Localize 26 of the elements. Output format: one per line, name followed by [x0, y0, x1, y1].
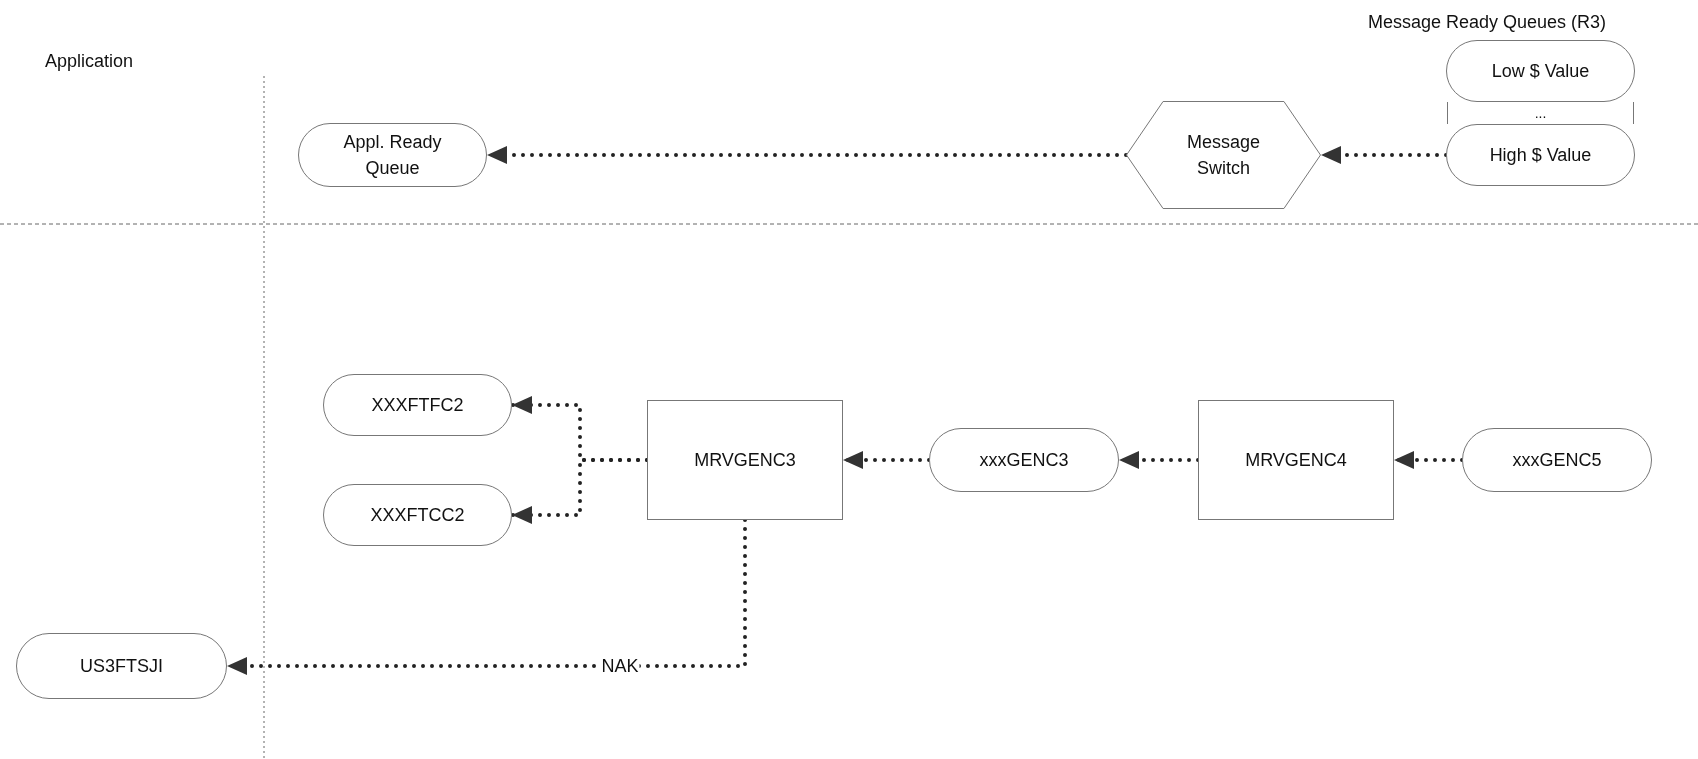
section-label: Message Ready Queues (R3): [1368, 11, 1607, 34]
switch-hexagon: [1126, 101, 1321, 209]
node-label: MRVGENC3: [694, 449, 796, 472]
node-label: ...: [1534, 106, 1547, 120]
arrow: [510, 458, 649, 524]
arrow: [1319, 146, 1448, 164]
arrow: [1392, 451, 1464, 469]
arrow: [485, 146, 1128, 164]
queue-node: [1447, 102, 1634, 124]
node-label: Low $ Value: [1491, 60, 1590, 83]
node-label: Appl. Ready Queue: [342, 131, 443, 180]
arrow: [225, 518, 747, 675]
node-label: MRVGENC4: [1245, 449, 1347, 472]
node-label: High $ Value: [1489, 144, 1592, 167]
section-label: Application: [45, 50, 134, 73]
arrow: [841, 451, 931, 469]
arrow: [1117, 451, 1200, 469]
process-box: [647, 400, 843, 520]
node-label: XXXFTCC2: [370, 504, 465, 527]
node-label: Message Switch: [1185, 131, 1261, 180]
node-label: xxxGENC5: [1512, 449, 1602, 472]
edge-label: NAK: [600, 657, 640, 675]
node-label: US3FTSJI: [80, 655, 163, 678]
node-label: xxxGENC3: [979, 449, 1069, 472]
node-label: XXXFTFC2: [371, 394, 464, 417]
process-box: [1198, 400, 1394, 520]
